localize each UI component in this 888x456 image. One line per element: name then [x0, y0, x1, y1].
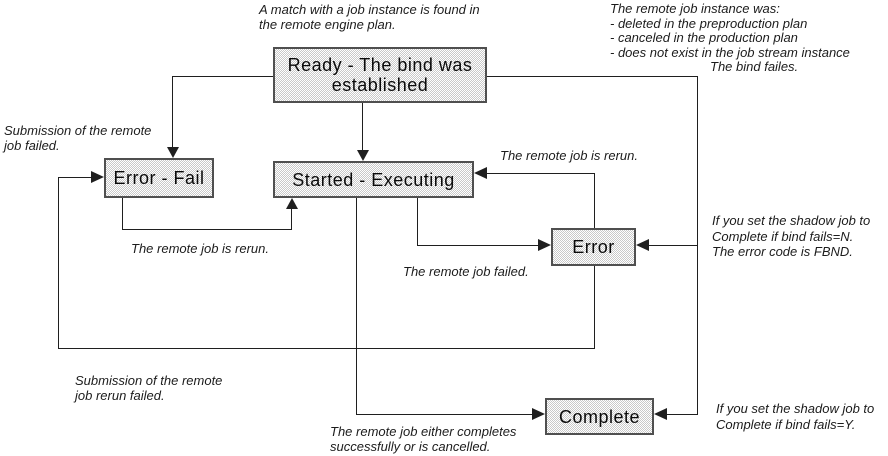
annotation-rerun-failed: Submission of the remote job rerun faile… [75, 373, 222, 403]
connector-started-to-complete-v [356, 197, 357, 414]
state-complete-label: Complete [558, 406, 641, 427]
annotation-bind-fails-y: If you set the shadow job to Complete if… [716, 401, 874, 432]
annotation-line: Submission of the remote [4, 123, 152, 138]
state-ready: Ready - The bind was established [273, 47, 487, 103]
state-error-fail-label: Error - Fail [113, 168, 205, 188]
connector-error-to-started-v [594, 173, 595, 228]
annotation-line: - does not exist in the job stream insta… [610, 44, 850, 60]
annotation-line: If you set the shadow job to [712, 213, 871, 228]
arrowhead-into-complete-right [654, 408, 667, 420]
connector-loop-to-errorfail-h [58, 177, 91, 178]
arrowhead-into-started-right [474, 167, 487, 179]
connector-loop-bottom-h [58, 348, 595, 349]
annotation-submission-failed: Submission of the remote job failed. [4, 123, 151, 153]
state-error: Error [551, 228, 636, 266]
connector-started-to-error-h [417, 245, 538, 246]
connector-started-to-complete-h [356, 414, 532, 415]
arrowhead-into-error-left [538, 239, 551, 251]
connector-error-to-started-h [487, 173, 595, 174]
annotation-line: - deleted in the preproduction plan [610, 15, 808, 31]
annotation-line: Submission of the remote [75, 373, 223, 388]
arrowhead-into-started-bottom [286, 198, 298, 209]
annotation-line: job failed. [4, 138, 60, 153]
connector-ready-to-errorfail-h [172, 76, 273, 77]
annotation-line: - canceled in the production plan [610, 30, 798, 46]
arrowhead-into-complete-left [532, 408, 545, 420]
state-ready-label: Ready - The bind was established [287, 55, 473, 95]
connector-started-to-error-v [417, 197, 418, 245]
annotation-bind-fails-n: If you set the shadow job to Complete if… [712, 213, 870, 260]
connector-ready-to-errorfail-v [172, 76, 173, 147]
arrowhead-into-started-top [357, 150, 369, 161]
connector-ready-to-rail-h [487, 76, 697, 77]
state-started-executing-label: Started - Executing [292, 169, 455, 190]
annotation-instance-was: The remote job instance was: - deleted i… [610, 1, 850, 75]
annotation-line: Complete if bind fails=N. [712, 228, 854, 244]
connector-ready-to-started [362, 103, 363, 151]
annotation-match-found: A match with a job instance is found in … [259, 2, 480, 32]
annotation-line: The remote job either completes [330, 424, 517, 439]
annotation-line-bind-failes: The bind failes. [710, 59, 799, 75]
annotation-line: The remote job instance was: [610, 1, 780, 16]
state-error-label: Error [572, 237, 615, 257]
connector-error-down-v [594, 266, 595, 348]
annotation-rerun-right: The remote job is rerun. [500, 148, 639, 163]
annotation-line: Complete if bind fails=Y. [716, 416, 856, 432]
arrowhead-into-error-right [636, 239, 649, 251]
annotation-line: The error code is FBND. [712, 244, 853, 259]
annotation-line: successfully or is cancelled. [330, 439, 491, 454]
annotation-line: A match with a job instance is found in [259, 2, 480, 17]
arrowhead-into-errorfail-top [167, 147, 179, 158]
annotation-line: the remote engine plan. [259, 17, 396, 32]
connector-rail-to-complete-h [666, 414, 698, 415]
state-complete: Complete [545, 398, 654, 435]
annotation-line: job rerun failed. [75, 388, 165, 403]
connector-errorfail-to-started-h [122, 229, 292, 230]
state-started-executing: Started - Executing [273, 161, 474, 198]
arrowhead-into-errorfail-left [91, 171, 104, 183]
state-error-fail: Error - Fail [104, 158, 214, 198]
annotation-line: If you set the shadow job to [716, 401, 875, 416]
connector-rail-to-error-h [648, 245, 698, 246]
connector-errorfail-down-v [122, 198, 123, 229]
annotation-rerun-left: The remote job is rerun. [131, 241, 270, 256]
annotation-job-failed: The remote job failed. [403, 264, 529, 279]
connector-up-into-started-v [291, 208, 292, 229]
connector-loop-left-v [58, 177, 59, 348]
annotation-completes: The remote job either completes successf… [330, 424, 516, 454]
